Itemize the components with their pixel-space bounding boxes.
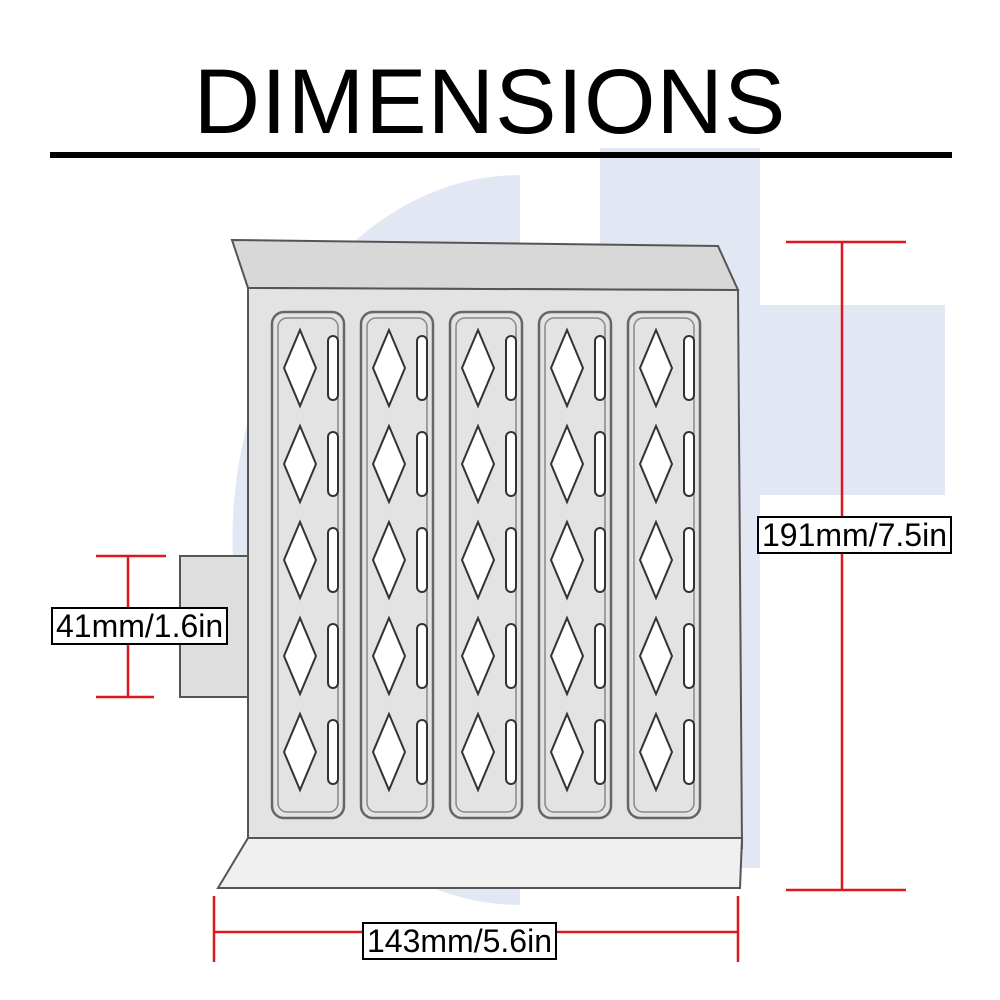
slot-hole [327, 623, 339, 689]
diamond-hole [638, 711, 674, 793]
diamond-hole [638, 327, 674, 409]
slot-hole [505, 719, 517, 785]
slot-hole [594, 335, 606, 401]
height-dimension-label: 191mm/7.5in [757, 516, 952, 554]
product-plate [179, 238, 744, 889]
diamond-hole [460, 327, 496, 409]
diamond-hole [549, 711, 585, 793]
width-dimension-label: 143mm/5.6in [362, 922, 557, 960]
bottom-flange [216, 837, 744, 889]
tab-dimension-label: 41mm/1.6in [51, 607, 229, 645]
diamond-hole [371, 423, 407, 505]
diamond-hole [460, 423, 496, 505]
plate-column [537, 310, 613, 820]
diamond-hole [282, 423, 318, 505]
diamond-hole [371, 615, 407, 697]
diamond-hole [282, 519, 318, 601]
slot-hole [416, 431, 428, 497]
diamond-hole [282, 615, 318, 697]
plate-column [359, 310, 435, 820]
slot-hole [327, 431, 339, 497]
diamond-hole [282, 327, 318, 409]
slot-hole [327, 335, 339, 401]
diamond-hole [549, 519, 585, 601]
slot-hole [594, 719, 606, 785]
diamond-hole [460, 519, 496, 601]
slot-hole [594, 431, 606, 497]
plate-column [626, 310, 702, 820]
slot-hole [683, 431, 695, 497]
diamond-hole [282, 711, 318, 793]
plate-column [270, 310, 346, 820]
diamond-hole [549, 615, 585, 697]
plate-column [448, 310, 524, 820]
slot-hole [594, 527, 606, 593]
column-rib [626, 310, 702, 820]
slot-hole [683, 335, 695, 401]
page-title: DIMENSIONS [193, 51, 787, 153]
slot-hole [505, 431, 517, 497]
top-flange [230, 238, 740, 292]
slot-hole [327, 719, 339, 785]
slot-hole [416, 527, 428, 593]
diamond-hole [549, 423, 585, 505]
diamond-hole [460, 615, 496, 697]
slot-hole [594, 623, 606, 689]
slot-hole [505, 527, 517, 593]
column-rib [270, 310, 346, 820]
diamond-hole [638, 615, 674, 697]
slot-hole [505, 335, 517, 401]
diamond-hole [371, 327, 407, 409]
column-rib [448, 310, 524, 820]
diamond-hole [549, 327, 585, 409]
diamond-hole [460, 711, 496, 793]
slot-hole [416, 719, 428, 785]
slot-hole [416, 335, 428, 401]
diamond-hole [371, 711, 407, 793]
slot-hole [683, 527, 695, 593]
diamond-hole [638, 519, 674, 601]
slot-hole [505, 623, 517, 689]
slot-hole [416, 623, 428, 689]
diamond-hole [371, 519, 407, 601]
column-rib [359, 310, 435, 820]
slot-hole [683, 719, 695, 785]
title-underline [50, 152, 952, 158]
column-rib [537, 310, 613, 820]
diamond-hole [638, 423, 674, 505]
slot-hole [327, 527, 339, 593]
slot-hole [683, 623, 695, 689]
